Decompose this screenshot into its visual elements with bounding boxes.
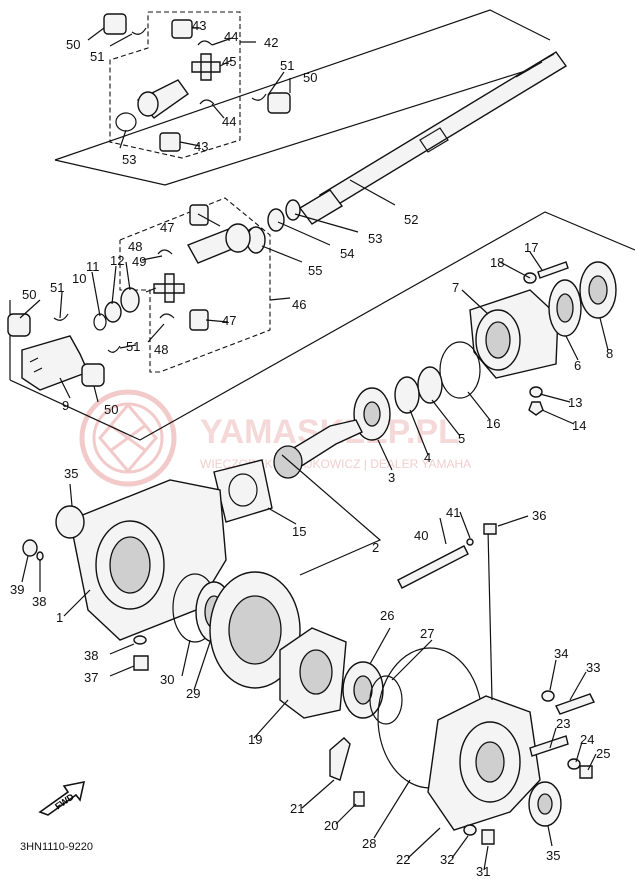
- callout-48: 48: [128, 239, 142, 254]
- callout-7: 7: [452, 280, 459, 295]
- callout-47: 47: [160, 220, 174, 235]
- callout-26: 26: [380, 608, 394, 623]
- callout-53: 53: [122, 152, 136, 167]
- callout-48: 48: [154, 342, 168, 357]
- callout-54: 54: [340, 246, 354, 261]
- callout-47: 47: [222, 313, 236, 328]
- callout-49: 49: [132, 254, 146, 269]
- callout-42: 42: [264, 35, 278, 50]
- callout-43: 43: [194, 139, 208, 154]
- callout-8: 8: [606, 346, 613, 361]
- callout-labels: 50 51 43 44 42 45 51 50 53 44 43 52 53 5…: [10, 18, 613, 879]
- callout-41: 41: [446, 505, 460, 520]
- part-drive-shaft-52: [318, 51, 568, 209]
- callout-3: 3: [388, 470, 395, 485]
- watermark: YAMASKLEP.PL WIECZOREK | CZAJKOWICZ | DE…: [79, 389, 471, 487]
- callout-13: 13: [568, 395, 582, 410]
- part-cap-50: [103, 13, 127, 35]
- callout-34: 34: [554, 646, 568, 661]
- callout-10: 10: [72, 271, 86, 286]
- callout-4: 4: [424, 450, 431, 465]
- part-bolt-17: [537, 261, 569, 279]
- fwd-arrow-icon: FWD: [38, 780, 86, 816]
- callout-50: 50: [22, 287, 36, 302]
- callout-46: 46: [292, 297, 306, 312]
- callout-50: 50: [303, 70, 317, 85]
- callout-19: 19: [248, 732, 262, 747]
- callout-18: 18: [490, 255, 504, 270]
- callout-31: 31: [476, 864, 490, 879]
- callout-55: 55: [308, 263, 322, 278]
- callout-38: 38: [32, 594, 46, 609]
- callout-50: 50: [104, 402, 118, 417]
- callout-17: 17: [524, 240, 538, 255]
- callout-25: 25: [596, 746, 610, 761]
- callout-44: 44: [224, 29, 238, 44]
- callout-43: 43: [192, 18, 206, 33]
- callout-12: 12: [110, 253, 124, 268]
- callout-23: 23: [556, 716, 570, 731]
- callout-50: 50: [66, 37, 80, 52]
- callout-32: 32: [440, 852, 454, 867]
- callout-36: 36: [532, 508, 546, 523]
- callout-30: 30: [160, 672, 174, 687]
- callout-9: 9: [62, 398, 69, 413]
- watermark-logo: [79, 389, 177, 487]
- callout-33: 33: [586, 660, 600, 675]
- callout-28: 28: [362, 836, 376, 851]
- part-oring-16: [439, 341, 481, 399]
- callout-35: 35: [64, 466, 78, 481]
- callout-51: 51: [280, 58, 294, 73]
- callout-35: 35: [546, 848, 560, 863]
- bearing-housing-group: [213, 251, 617, 576]
- callout-51: 51: [126, 339, 140, 354]
- callout-24: 24: [580, 732, 594, 747]
- callout-40: 40: [414, 528, 428, 543]
- callout-15: 15: [292, 524, 306, 539]
- callout-51: 51: [50, 280, 64, 295]
- callout-27: 27: [420, 626, 434, 641]
- upper-assembly: [54, 9, 568, 263]
- callout-5: 5: [458, 431, 465, 446]
- callout-37: 37: [84, 670, 98, 685]
- callout-44: 44: [222, 114, 236, 129]
- middle-assembly: [7, 197, 635, 441]
- callout-14: 14: [572, 418, 586, 433]
- callout-16: 16: [486, 416, 500, 431]
- callout-38: 38: [84, 648, 98, 663]
- callout-51: 51: [90, 49, 104, 64]
- part-gasket-15: [213, 459, 273, 523]
- callout-20: 20: [324, 818, 338, 833]
- part-clip-51: [131, 27, 147, 35]
- part-seal-35: [55, 505, 85, 539]
- callout-29: 29: [186, 686, 200, 701]
- callout-21: 21: [290, 801, 304, 816]
- callout-53: 53: [368, 231, 382, 246]
- drawing-code: 3HN1110-9220: [20, 841, 93, 853]
- callout-22: 22: [396, 852, 410, 867]
- callout-6: 6: [574, 358, 581, 373]
- callout-2: 2: [372, 540, 379, 555]
- part-yoke-9: [21, 335, 89, 391]
- callout-11: 11: [86, 259, 100, 274]
- watermark-subtitle: WIECZOREK | CZAJKOWICZ | DEALER YAMAHA: [200, 457, 471, 471]
- final-gear-case-group: FWD 3HN1110-9220: [20, 479, 597, 871]
- callout-1: 1: [56, 610, 63, 625]
- callout-39: 39: [10, 582, 24, 597]
- callout-45: 45: [222, 54, 236, 69]
- callout-52: 52: [404, 212, 418, 227]
